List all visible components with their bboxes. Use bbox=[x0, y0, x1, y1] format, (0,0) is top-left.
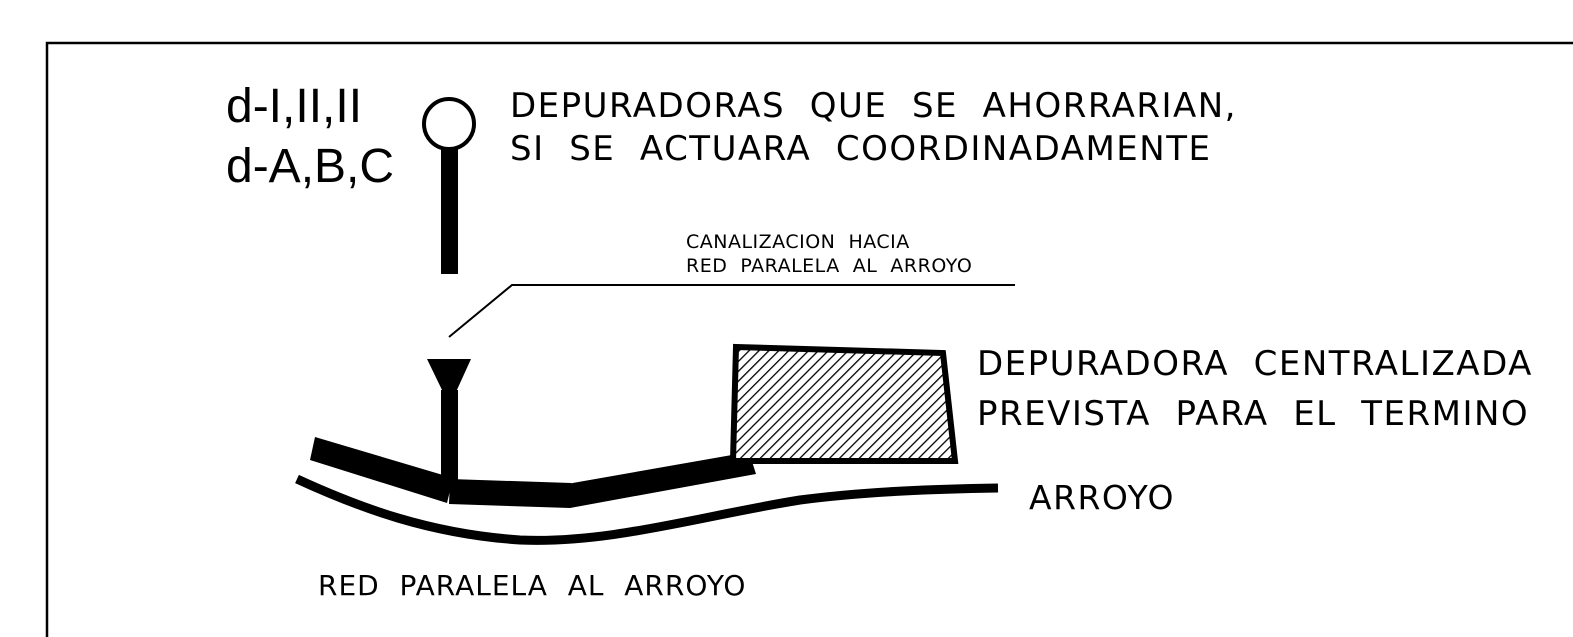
legend-description-line-2: SI SE ACTUARA COORDINADAMENTE bbox=[510, 129, 1212, 169]
network-label: RED PARALELA AL ARROYO bbox=[318, 569, 747, 602]
canalization-funnel-icon bbox=[427, 359, 471, 480]
pipe-segment-2 bbox=[449, 479, 571, 508]
callout-label-line-1: CANALIZACION HACIA bbox=[686, 231, 910, 253]
legend-circle-icon bbox=[422, 97, 476, 151]
callout-label-line-2: RED PARALELA AL ARROYO bbox=[686, 255, 973, 277]
plant-label-line-2: PREVISTA PARA EL TERMINO bbox=[977, 394, 1530, 434]
legend-code-line-2: d-A,B,C bbox=[226, 140, 395, 193]
legend-description-line-1: DEPURADORAS QUE SE AHORRARIAN, bbox=[510, 86, 1237, 126]
plant-label-line-1: DEPURADORA CENTRALIZADA bbox=[977, 344, 1533, 384]
centralized-plant-block bbox=[729, 343, 959, 464]
legend-code-line-1: d-I,II,II bbox=[226, 80, 363, 133]
pipe-segment-3 bbox=[567, 452, 756, 508]
stream-label: ARROYO bbox=[1029, 478, 1175, 517]
stream-line bbox=[295, 474, 999, 545]
treatment-plant-legend-symbol bbox=[422, 97, 476, 274]
pipe-segment-1 bbox=[310, 437, 453, 503]
parallel-network-pipe bbox=[310, 437, 756, 508]
legend-stem bbox=[441, 149, 458, 274]
drawing-frame bbox=[45, 41, 1573, 637]
callout-leader-line bbox=[448, 284, 1015, 338]
